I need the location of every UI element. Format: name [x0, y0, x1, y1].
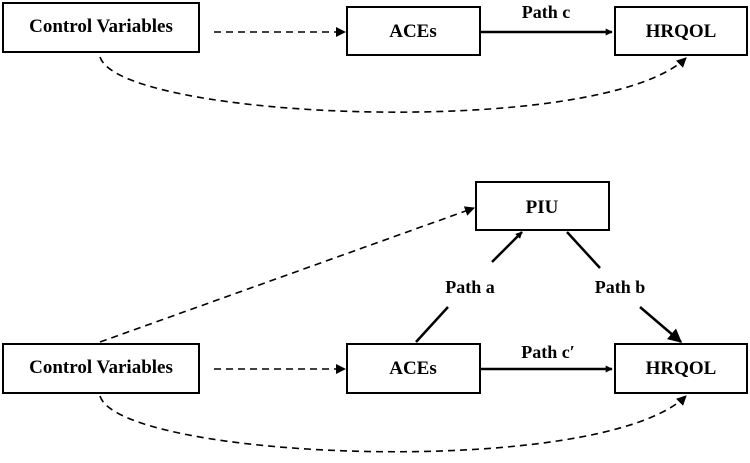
top-control-variables-label: Control Variables	[29, 16, 173, 37]
bottom-control-variables-label: Control Variables	[29, 357, 173, 378]
bottom-control-variables-box: Control Variables	[2, 343, 200, 394]
bottom-model: PIU Control Variables ACEs HRQOL Path c′…	[2, 181, 748, 453]
bottom-hrqol-label: HRQOL	[646, 358, 717, 379]
bottom-path-b-label: Path b	[595, 277, 646, 297]
top-model: Control Variables ACEs HRQOL Path c	[2, 2, 748, 113]
top-aces-label: ACEs	[389, 21, 437, 42]
top-aces-box: ACEs	[346, 6, 481, 56]
top-hrqol-label: HRQOL	[646, 21, 717, 42]
top-hrqol-box: HRQOL	[614, 6, 748, 56]
top-control-to-hrqol-arrow	[99, 56, 687, 113]
bottom-aces-box: ACEs	[346, 343, 481, 394]
bottom-path-a-arrow	[491, 231, 523, 263]
bottom-path-a-line-lower	[415, 306, 449, 343]
bottom-control-to-piu-arrow	[99, 206, 475, 343]
bottom-path-b-line-upper	[566, 231, 601, 269]
bottom-piu-label: PIU	[526, 197, 559, 218]
bottom-path-c-prime-label: Path c′	[521, 342, 575, 362]
top-path-c-label: Path c	[522, 2, 571, 22]
bottom-piu-box: PIU	[475, 181, 610, 231]
top-control-variables-box: Control Variables	[2, 2, 200, 53]
bottom-aces-label: ACEs	[389, 358, 437, 379]
bottom-path-a-label: Path a	[445, 277, 495, 297]
bottom-hrqol-box: HRQOL	[614, 343, 748, 394]
bottom-path-b-arrow	[639, 306, 683, 343]
bottom-control-to-hrqol-arrow	[99, 395, 687, 453]
